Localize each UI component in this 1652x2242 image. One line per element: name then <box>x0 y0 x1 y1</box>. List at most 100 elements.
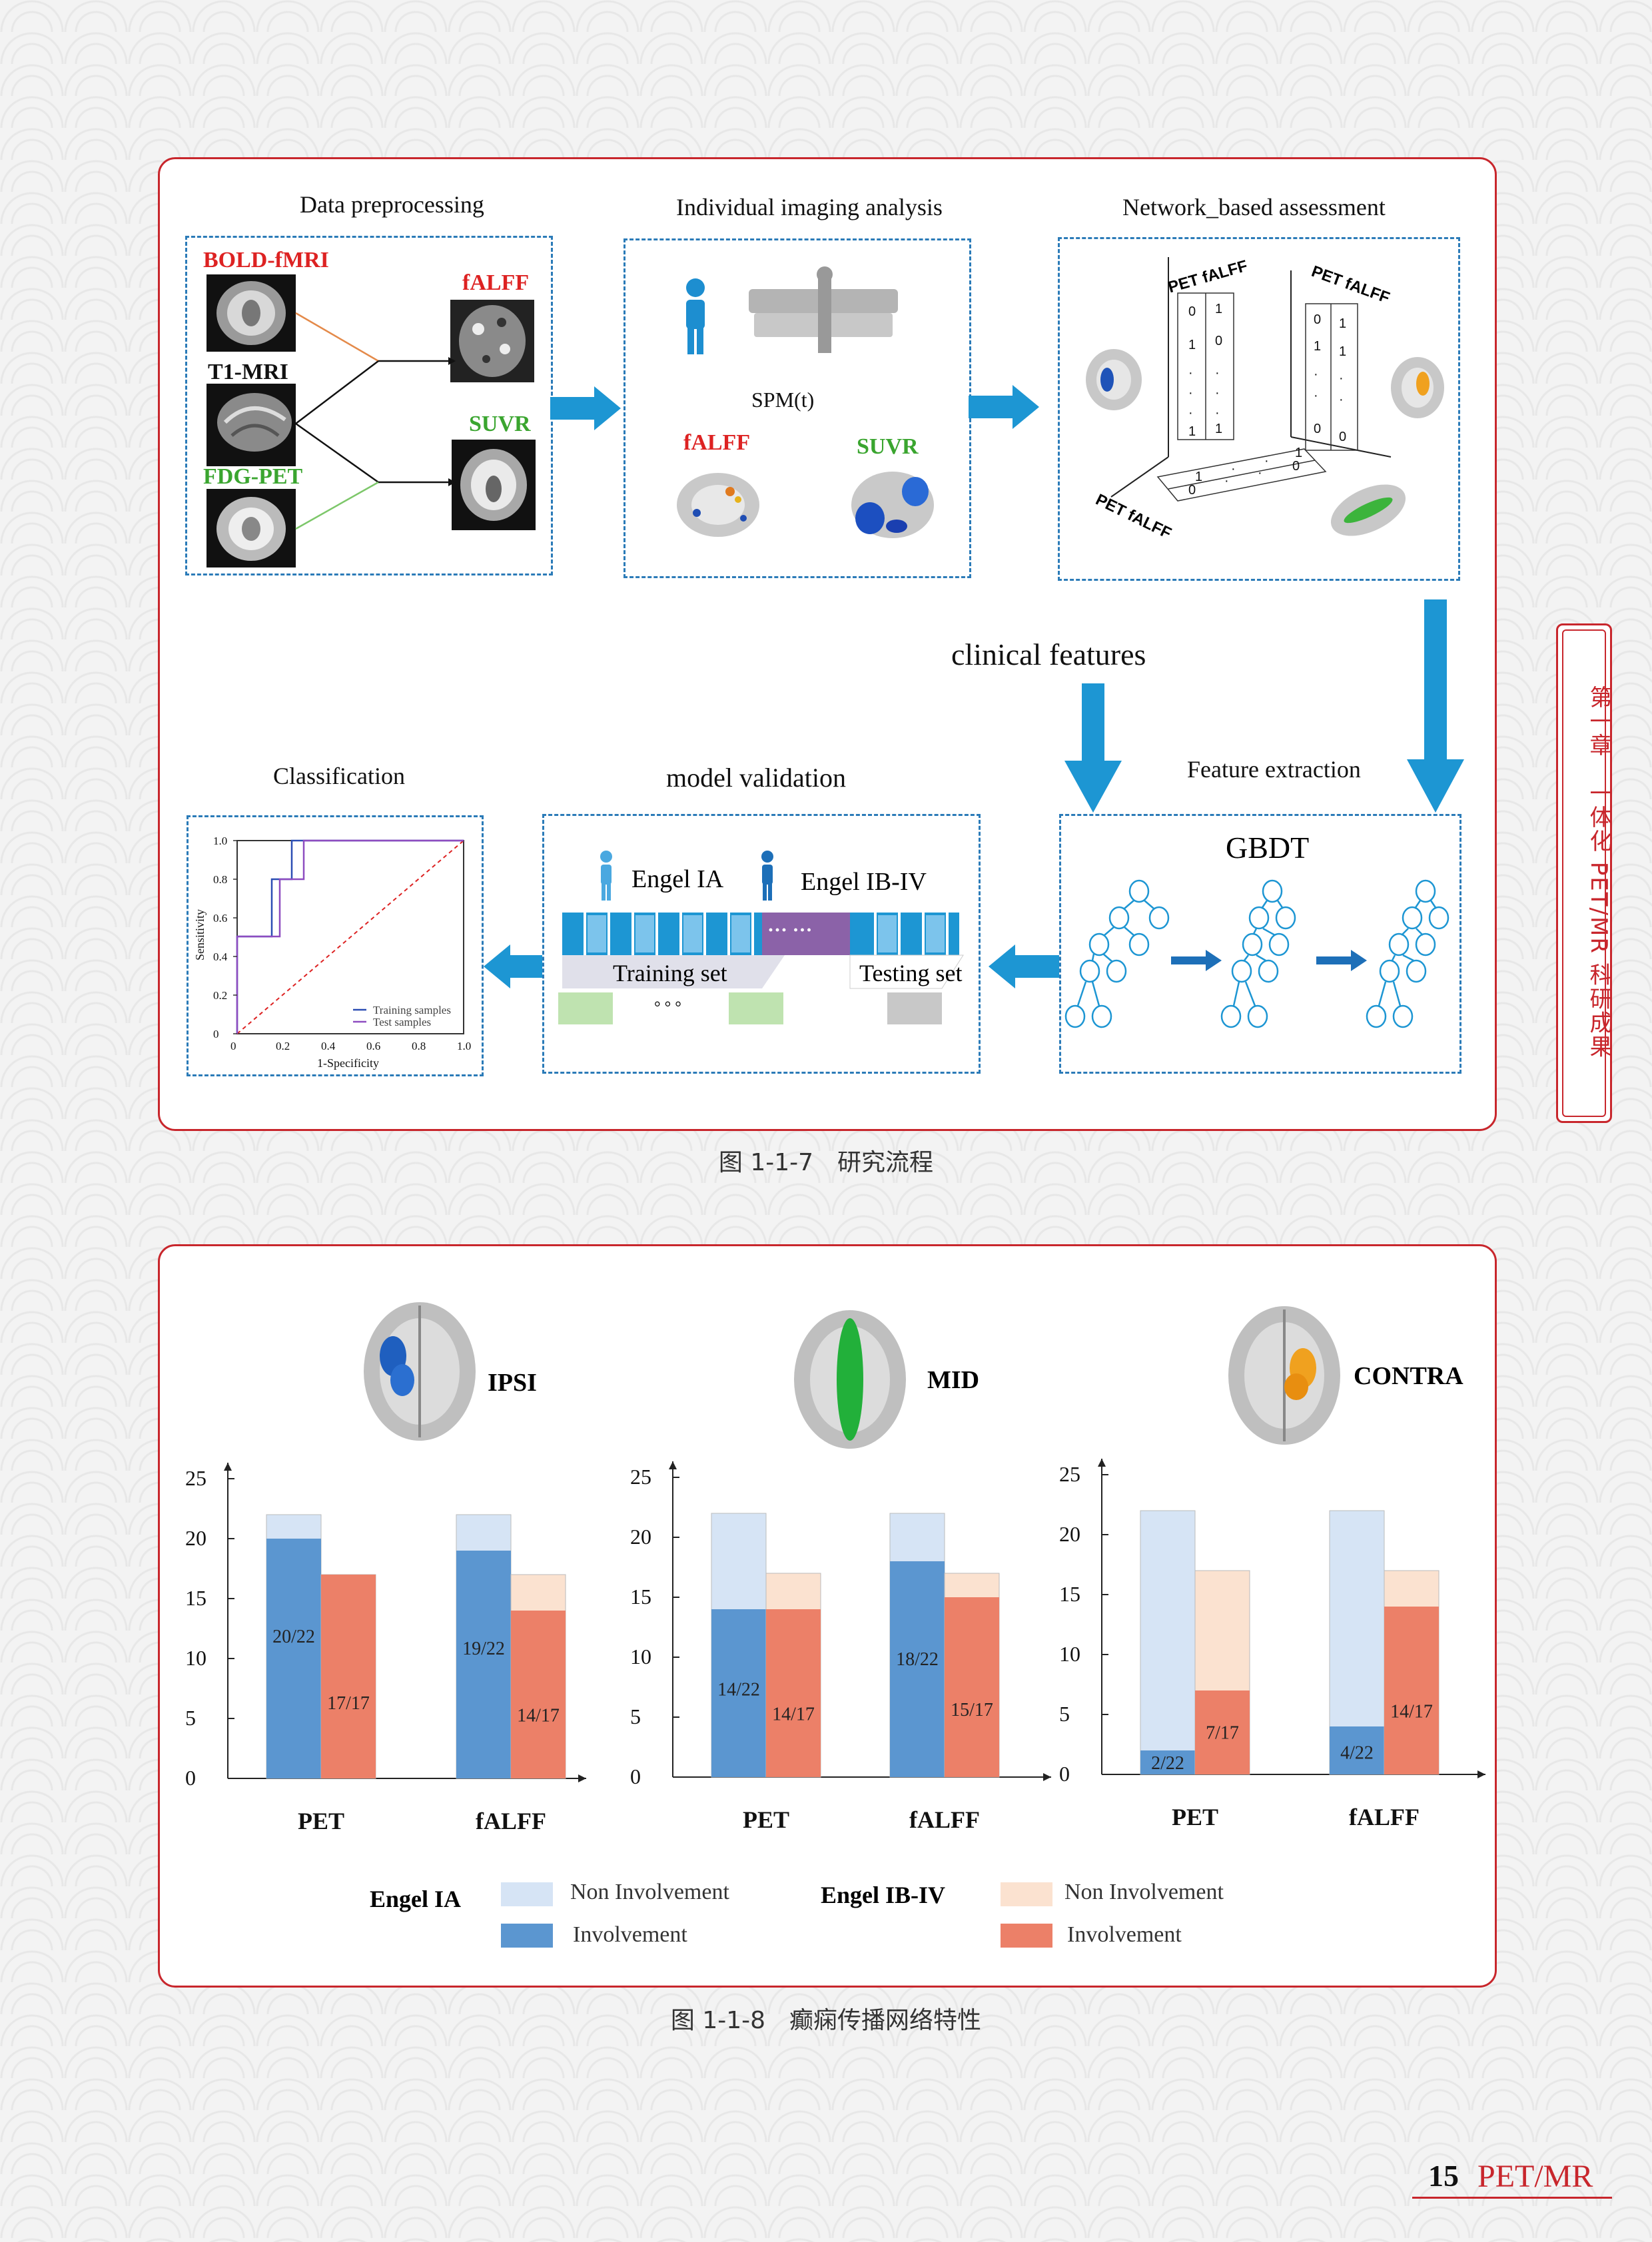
svg-text:1: 1 <box>1215 302 1222 316</box>
roc-xlabel: 1-Specificity <box>317 1056 379 1070</box>
bar-data-label: 19/22 <box>462 1639 505 1659</box>
engel-ib-label: Engel IB-IV <box>801 868 927 896</box>
legend-swatch-ib-non <box>1001 1882 1052 1906</box>
flow-arrow-clinical <box>1064 683 1122 813</box>
gbdt-arrows <box>1171 950 1367 971</box>
suvr-brain-image <box>851 472 934 538</box>
train-fold-1 <box>558 992 613 1024</box>
y-tick-label: 15 <box>630 1585 651 1609</box>
section-title-feature-extraction: Feature extraction <box>1187 756 1361 783</box>
svg-text:·: · <box>1314 367 1318 382</box>
y-tick-label: 25 <box>185 1466 206 1490</box>
svg-text:·: · <box>1264 454 1269 468</box>
y-tick-label: 10 <box>1059 1642 1080 1666</box>
svg-text:1: 1 <box>1215 422 1222 436</box>
roc-y-tick: 0.2 <box>213 989 227 1002</box>
gbdt-trees <box>1064 879 1449 1028</box>
svg-text:·: · <box>1215 386 1220 400</box>
flow-arrow-down-right <box>1407 599 1464 813</box>
section-title-network-assessment: Network_based assessment <box>1122 194 1386 220</box>
bar-data-label: 14/17 <box>517 1705 560 1726</box>
legend-engel-ib: Engel IB-IV <box>821 1882 946 1908</box>
x-axis-arrow <box>1477 1770 1485 1778</box>
test-fold <box>887 992 942 1024</box>
bar-data-label: 15/17 <box>951 1700 993 1720</box>
roc-y-tick: 0.6 <box>213 912 227 925</box>
category-label: PET <box>1172 1804 1218 1830</box>
legend-label-ia-inv: Involvement <box>573 1922 687 1947</box>
legend-label-ia-non: Non Involvement <box>570 1880 729 1904</box>
y-tick-label: 20 <box>1059 1522 1080 1546</box>
svg-text:·: · <box>1188 366 1193 380</box>
bar-data-label: 14/17 <box>772 1704 815 1724</box>
roc-x-tick: 0.8 <box>412 1040 426 1052</box>
y-axis-arrow <box>669 1461 677 1469</box>
bold-fmri-label: BOLD-fMRI <box>203 248 329 272</box>
svg-text:1: 1 <box>1195 470 1202 484</box>
strip-dots: ··· ··· <box>767 919 813 941</box>
svg-text:1: 1 <box>1339 344 1346 359</box>
imaging-suvr-label: SUVR <box>857 434 919 459</box>
svg-text:·: · <box>1215 406 1220 420</box>
y-tick-label: 10 <box>185 1646 206 1670</box>
svg-text:·: · <box>1258 466 1262 480</box>
falff-brain-image <box>677 473 759 537</box>
figure-2-caption: 图 1-1-8 癫痫传播网络特性 <box>670 2007 982 2034</box>
roc-x-tick: 0.4 <box>321 1040 336 1052</box>
roc-x-tick: 0.6 <box>366 1040 380 1052</box>
category-label: fALFF <box>1349 1804 1420 1830</box>
training-set-label: Training set <box>613 960 727 986</box>
imaging-falff-label: fALFF <box>683 430 751 455</box>
y-tick-label: 25 <box>630 1465 651 1489</box>
spm-label: SPM(t) <box>751 388 815 412</box>
x-axis-arrow <box>1043 1773 1051 1781</box>
bar-involvement <box>711 1609 766 1777</box>
page-number: 15 <box>1428 2159 1459 2193</box>
bar-data-label: 14/17 <box>1390 1701 1433 1722</box>
roc-x-tick: 0 <box>230 1040 236 1052</box>
category-label: PET <box>743 1806 789 1833</box>
legend-engel-ia: Engel IA <box>370 1886 462 1912</box>
suvr-output-label: SUVR <box>469 412 531 436</box>
y-axis-arrow <box>1098 1459 1106 1467</box>
bar-involvement <box>1384 1607 1439 1774</box>
train-fold-2 <box>729 992 783 1024</box>
y-tick-label: 0 <box>1059 1762 1070 1786</box>
tree-2 <box>1220 879 1296 1028</box>
svg-text:0: 0 <box>1314 422 1321 436</box>
figure-1-caption: 图 1-1-7 研究流程 <box>718 1149 934 1176</box>
svg-text:0: 0 <box>1215 334 1222 348</box>
sample-strip <box>562 913 959 955</box>
svg-text:1: 1 <box>1314 339 1321 354</box>
legend-swatch-ia-non <box>501 1882 553 1906</box>
bar-data-label: 18/22 <box>896 1649 939 1670</box>
bar-involvement <box>321 1575 376 1778</box>
roc-legend-train: Training samples <box>373 1004 451 1016</box>
svg-text:·: · <box>1224 474 1229 488</box>
y-tick-label: 5 <box>185 1706 196 1730</box>
network-brain-right <box>1391 357 1444 418</box>
network-assessment-box <box>1058 237 1460 581</box>
flow-arrow-2 <box>969 385 1039 429</box>
side-tab-text: 第一章 一体化 PET/MR 科研成果 <box>1585 685 1612 1059</box>
engel-ib-person-icon <box>761 851 773 901</box>
bar-involvement <box>1195 1690 1250 1774</box>
svg-text:·: · <box>1339 392 1344 407</box>
contra-brain-image <box>1228 1306 1340 1445</box>
crowd-icon <box>749 266 898 353</box>
x-axis-arrow <box>578 1774 586 1782</box>
fold-ellipsis: ° ° ° <box>654 999 681 1016</box>
region-label-mid: MID <box>927 1366 980 1394</box>
bar-involvement <box>266 1539 321 1778</box>
y-tick-label: 20 <box>630 1525 651 1549</box>
network-brain-bottom <box>1330 484 1406 536</box>
footer-rule <box>1412 2197 1612 2199</box>
fdg-pet-label: FDG-PET <box>203 464 303 489</box>
bar-data-label: 7/17 <box>1206 1723 1239 1744</box>
